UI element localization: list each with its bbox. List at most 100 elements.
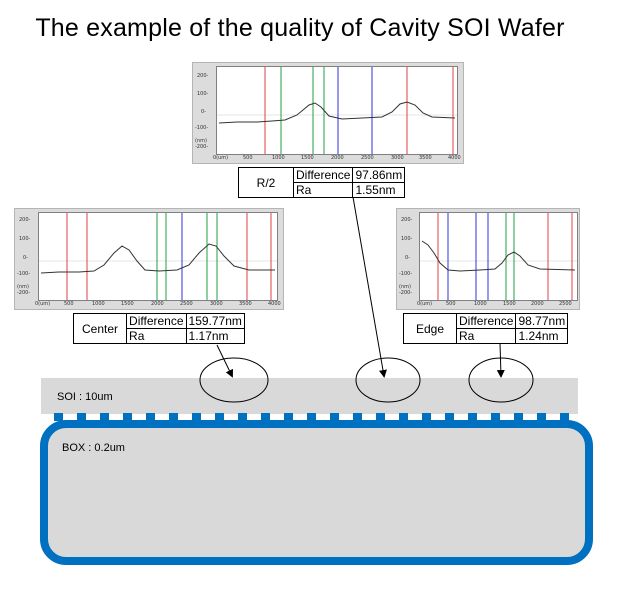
profile-plot-r2 — [216, 66, 458, 155]
x-tick: 2500 — [361, 155, 374, 161]
y-tick: 100- — [19, 236, 31, 242]
profile-panel-center: 200- 100- 0- -100- (nm) -200- 0(um) 500 … — [14, 208, 284, 310]
y-tick: 0- — [201, 109, 206, 115]
x-tick: 3000 — [391, 155, 404, 161]
x-tick: 2000 — [531, 301, 544, 307]
difference-label: Difference — [455, 313, 517, 329]
y-tick: 0- — [405, 255, 410, 261]
difference-value: 98.77nm — [515, 313, 569, 329]
profile-panel-edge: 200- 100- 0- -100- (nm) -200- 0(um) 500 … — [396, 208, 580, 310]
measurement-table-center: Center Difference 159.77nm Ra 1.17nm — [72, 313, 245, 344]
x-tick: 2000 — [151, 301, 164, 307]
cavity-dash-line — [54, 413, 572, 421]
y-tick: -100- — [17, 271, 31, 277]
x-tick: 3000 — [210, 301, 223, 307]
cavity-dash — [330, 413, 339, 421]
y-tick: -100- — [399, 271, 413, 277]
y-tick: 100- — [197, 91, 209, 97]
x-tick: 2500 — [180, 301, 193, 307]
x-tick: 500 — [64, 301, 74, 307]
x-tick: 2500 — [559, 301, 572, 307]
cavity-dash — [537, 413, 546, 421]
profile-panel-r2: 200- 100- 0- -100- (nm) -200- 0(um) 500 … — [192, 62, 464, 164]
ra-label: Ra — [292, 182, 354, 198]
x-tick: 1000 — [272, 155, 285, 161]
x-tick: 1500 — [121, 301, 134, 307]
cavity-dash — [399, 413, 408, 421]
difference-value: 159.77nm — [185, 313, 245, 329]
x-tick: 2000 — [331, 155, 344, 161]
ra-value: 1.55nm — [352, 182, 406, 198]
cavity-dash — [192, 413, 201, 421]
profile-curve-edge — [420, 213, 577, 300]
y-tick: (nm) -200- — [195, 138, 209, 150]
arrow-edge — [496, 342, 505, 378]
measurement-spot-edge — [468, 357, 534, 403]
cavity-dash — [491, 413, 500, 421]
x-tick: 3500 — [239, 301, 252, 307]
difference-value: 97.86nm — [352, 167, 406, 183]
soi-layer: SOI : 10um — [41, 378, 578, 414]
box-layer: BOX : 0.2um — [40, 420, 593, 565]
x-tick: 500 — [446, 301, 456, 307]
cavity-dash — [215, 413, 224, 421]
x-tick: 4000 — [448, 155, 461, 161]
x-tick: 0(um) — [417, 301, 433, 307]
diagram-title: The example of the quality of Cavity SOI… — [35, 14, 565, 42]
cavity-dash — [468, 413, 477, 421]
profile-plot-edge — [419, 212, 578, 301]
arrow-r2 — [352, 196, 387, 378]
y-tick: 200- — [197, 73, 209, 79]
x-tick: 1000 — [92, 301, 105, 307]
box-layer-label: BOX : 0.2um — [62, 442, 125, 454]
x-tick: 0(um) — [35, 301, 51, 307]
ra-label: Ra — [126, 328, 187, 344]
measurement-table-edge: Edge Difference 98.77nm Ra 1.24nm — [403, 313, 569, 344]
y-tick: 0- — [23, 255, 28, 261]
ra-value: 1.17nm — [185, 328, 245, 344]
y-tick: 100- — [401, 236, 413, 242]
measurement-spot-center — [199, 357, 269, 403]
cavity-dash — [123, 413, 132, 421]
cavity-dash — [100, 413, 109, 421]
x-tick: 4000 — [268, 301, 281, 307]
measurement-spot-r2 — [355, 357, 421, 403]
cavity-dash — [514, 413, 523, 421]
cavity-dash — [376, 413, 385, 421]
y-tick: (nm) -200- — [399, 284, 413, 296]
y-tick: -100- — [195, 125, 209, 131]
cavity-dash — [261, 413, 270, 421]
ra-value: 1.24nm — [515, 328, 569, 344]
x-tick: 500 — [243, 155, 253, 161]
y-tick: 200- — [19, 217, 31, 223]
arrow-center — [216, 344, 233, 378]
difference-label: Difference — [126, 313, 187, 329]
cavity-dash — [560, 413, 569, 421]
profile-plot-center — [38, 212, 278, 301]
y-tick: 200- — [401, 217, 413, 223]
cavity-dash — [54, 413, 63, 421]
cavity-dash — [77, 413, 86, 421]
soi-layer-label: SOI : 10um — [57, 391, 113, 403]
x-tick: 0(um) — [213, 155, 229, 161]
profile-curve-center — [39, 213, 277, 300]
cavity-dash — [445, 413, 454, 421]
location-label: Center — [72, 313, 128, 344]
cavity-dash — [307, 413, 316, 421]
ra-label: Ra — [455, 328, 517, 344]
cavity-dash — [238, 413, 247, 421]
x-tick: 3500 — [419, 155, 432, 161]
x-tick: 1000 — [474, 301, 487, 307]
profile-curve-r2 — [217, 67, 457, 154]
cavity-dash — [284, 413, 293, 421]
x-tick: 1500 — [503, 301, 516, 307]
cavity-dash — [146, 413, 155, 421]
location-label: R/2 — [238, 167, 294, 198]
x-tick: 1500 — [301, 155, 314, 161]
cavity-dash — [353, 413, 362, 421]
y-tick: (nm) -200- — [17, 284, 31, 296]
cavity-dash — [169, 413, 178, 421]
cavity-dash — [422, 413, 431, 421]
measurement-table-r2: R/2 Difference 97.86nm Ra 1.55nm — [238, 167, 406, 198]
